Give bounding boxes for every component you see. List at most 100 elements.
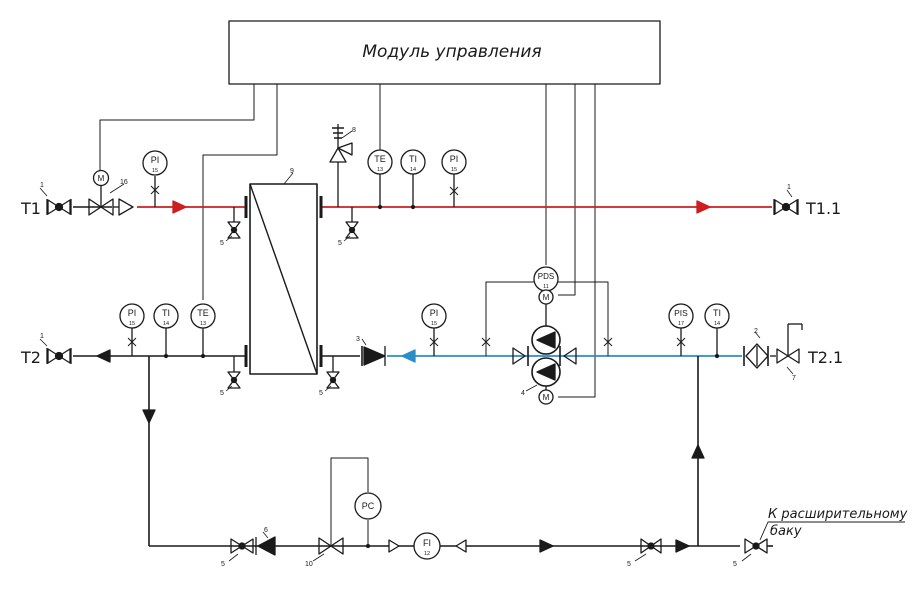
tag-label: 2 xyxy=(754,328,758,335)
flow-indicator: FI 12 xyxy=(388,532,467,560)
tag-label: 5 xyxy=(220,240,224,247)
expansion-tank-line2: баку xyxy=(770,524,802,539)
bypass-loop xyxy=(142,356,740,553)
instrument-code: PIS xyxy=(674,308,688,318)
instrument-number: 15 xyxy=(431,321,437,327)
tag-label: 1 xyxy=(40,333,44,340)
instrument-number: 15 xyxy=(451,167,457,173)
instrument-code: PC xyxy=(362,501,375,511)
temperature-element-supply: TE 13 xyxy=(367,149,393,210)
control-module: Модуль управления xyxy=(228,20,661,85)
tag-label: 5 xyxy=(338,240,342,247)
flow-arrow xyxy=(675,539,690,553)
instrument-number: 11 xyxy=(543,284,549,290)
pressure-indicator-switch: PIS 17 xyxy=(668,303,694,356)
differential-pressure-switch: PDS 11 xyxy=(481,266,613,356)
supply-line xyxy=(73,200,772,214)
instrument-number: 13 xyxy=(200,321,206,327)
tag-label: 5 xyxy=(221,561,225,568)
instrument-number: 17 xyxy=(678,321,684,327)
instrument-code: TE xyxy=(374,154,386,164)
motor-icon xyxy=(538,289,554,305)
pressure-control-valve-10: PC 10 xyxy=(305,457,382,568)
expansion-tank-note: К расширительному баку xyxy=(759,507,908,541)
t1-inlet-valve: 1 xyxy=(39,182,72,215)
drain-valve: 5 xyxy=(220,356,241,397)
instrument-number: 14 xyxy=(410,167,416,173)
return-line xyxy=(73,349,246,363)
ball-valve: 5 xyxy=(221,538,254,568)
tag-label: 5 xyxy=(220,390,224,397)
flow-arrow xyxy=(696,200,711,214)
tag-label: 1 xyxy=(787,184,791,191)
flow-arrow xyxy=(539,539,554,553)
instrument-code: PI xyxy=(450,154,459,164)
t21-inlet-valve: 7 xyxy=(770,323,803,382)
tag-label: 8 xyxy=(352,127,356,134)
drain-valve: 5 xyxy=(338,207,359,247)
instrument-code: TE xyxy=(197,308,209,318)
flow-arrow xyxy=(172,200,187,214)
port-t21: T2.1 xyxy=(807,348,843,367)
port-t11: T1.1 xyxy=(805,199,841,218)
flow-arrow xyxy=(142,409,156,424)
t11-outlet-valve: 1 xyxy=(773,184,799,215)
instrument-code: TI xyxy=(409,154,417,164)
instrument-number: 12 xyxy=(424,551,430,557)
temperature-indicator-return: TI 14 xyxy=(153,303,179,359)
tag-label: 9 xyxy=(290,168,294,175)
tag-label: 16 xyxy=(120,179,128,186)
flow-arrow xyxy=(96,349,111,363)
pressure-indicator-supply-2: PI 15 xyxy=(441,149,467,207)
check-valve-3: 3 xyxy=(356,336,386,366)
instrument-code: PI xyxy=(151,155,160,165)
instrument-code: TI xyxy=(713,308,721,318)
motor-label: M xyxy=(543,293,550,302)
pressure-indicator-supply: PI 15 xyxy=(142,150,168,207)
instrument-code: PI xyxy=(430,308,439,318)
instrument-code: TI xyxy=(162,308,170,318)
instrument-number: 14 xyxy=(714,321,720,327)
temperature-indicator-secondary: TI 14 xyxy=(704,303,730,359)
circulation-pumps: M M 4 xyxy=(512,289,577,405)
tag-label: 10 xyxy=(305,561,313,568)
ball-valve: 5 xyxy=(733,538,773,568)
motor-icon xyxy=(92,169,110,187)
pressure-indicator-secondary: PI 15 xyxy=(421,303,447,356)
tag-label: 1 xyxy=(40,182,44,189)
instrument-code: FI xyxy=(423,538,431,548)
ball-valve: 5 xyxy=(627,538,662,568)
expansion-tank-line1: К расширительному xyxy=(768,507,908,522)
control-valve-16: M 16 xyxy=(88,169,134,216)
tag-label: 3 xyxy=(356,336,360,343)
temperature-element-return: TE 13 xyxy=(190,303,216,359)
instrument-number: 13 xyxy=(377,167,383,173)
instrument-number: 15 xyxy=(152,168,158,174)
drain-valve: 5 xyxy=(319,356,340,397)
tag-label: 5 xyxy=(733,561,737,568)
motor-icon xyxy=(538,389,554,405)
tag-label: 6 xyxy=(264,527,268,534)
tag-label: 5 xyxy=(627,561,631,568)
pressure-indicator-return: PI 15 xyxy=(119,303,145,356)
temperature-indicator-supply: TI 14 xyxy=(400,149,426,210)
drain-valve: 5 xyxy=(220,207,241,247)
safety-valve-8: 8 xyxy=(329,124,356,207)
instrument-number: 15 xyxy=(129,321,135,327)
control-signal-lines xyxy=(99,84,596,398)
strainer-filter-2: 2 xyxy=(743,328,769,369)
t2-outlet-valve: 1 xyxy=(39,333,72,364)
check-valve-6: 6 xyxy=(255,527,276,556)
flow-arrow xyxy=(401,349,416,363)
instrument-code: PDS xyxy=(538,272,554,281)
port-t2: T2 xyxy=(20,348,41,367)
tag-label: 4 xyxy=(521,390,525,397)
motor-label: M xyxy=(543,393,550,402)
flow-arrow xyxy=(691,444,705,459)
motor-label: M xyxy=(98,174,105,183)
instrument-number: 14 xyxy=(163,321,169,327)
instrument-code: PI xyxy=(128,308,137,318)
tag-label: 7 xyxy=(792,375,796,382)
control-module-label: Модуль управления xyxy=(362,42,541,62)
